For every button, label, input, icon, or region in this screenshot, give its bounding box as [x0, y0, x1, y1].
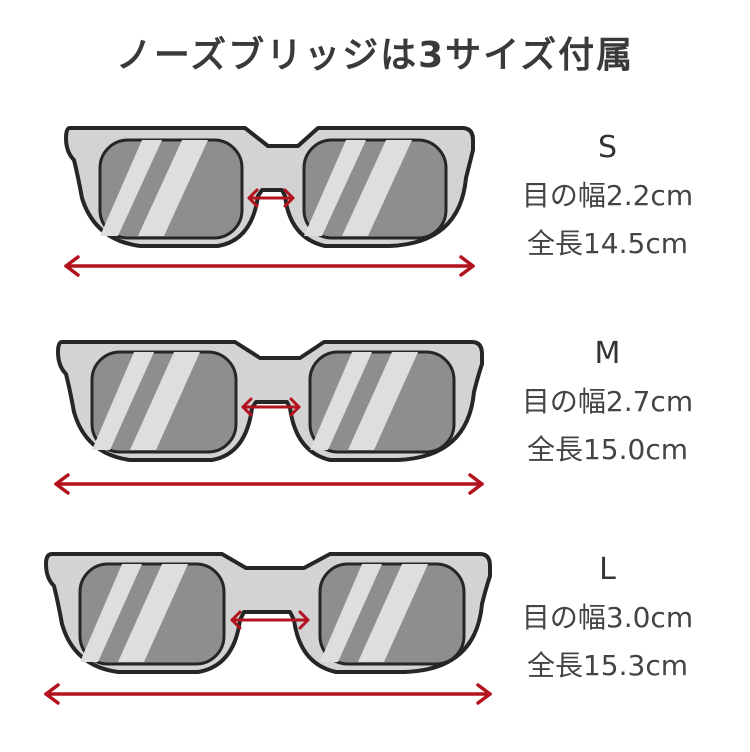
glasses-m-illustration [54, 340, 484, 495]
size-info-m: M 目の幅2.7cm 全長15.0cm [500, 332, 715, 474]
size-info-l: L 目の幅3.0cm 全長15.3cm [500, 548, 715, 690]
total-length-text: 全長14.5cm [526, 227, 688, 260]
lens-highlight [118, 564, 188, 662]
total-length-arrow [44, 683, 492, 705]
size-row-m: M 目の幅2.7cm 全長15.0cm [0, 332, 750, 542]
lens-highlight [100, 140, 162, 236]
lens-highlight [80, 564, 142, 662]
bridge-width-arrow [241, 397, 301, 417]
bridge-width-text: 目の幅3.0cm [521, 601, 694, 634]
size-row-l: L 目の幅3.0cm 全長15.3cm [0, 542, 750, 752]
lens-highlight [130, 352, 200, 450]
total-length-arrow [64, 255, 475, 277]
size-info-s: S 目の幅2.2cm 全長14.5cm [500, 126, 715, 268]
size-row-s: S 目の幅2.2cm 全長14.5cm [0, 118, 750, 328]
lens-highlight [138, 140, 208, 236]
size-label: L [599, 552, 616, 587]
total-length-arrow [54, 473, 484, 495]
bridge-width-text: 目の幅2.7cm [521, 385, 694, 418]
lens-highlight [92, 352, 154, 450]
bridge-width-text: 目の幅2.2cm [521, 179, 694, 212]
page-title: ノーズブリッジは3サイズ付属 [115, 35, 635, 76]
lens-highlight [358, 564, 428, 662]
lens-highlight [348, 352, 418, 450]
total-length-text: 全長15.0cm [526, 433, 688, 466]
size-label: M [594, 336, 621, 371]
lens-highlight [342, 140, 412, 236]
lens-highlight [304, 140, 366, 236]
bridge-width-arrow [247, 188, 295, 208]
size-label: S [597, 130, 618, 165]
total-length-text: 全長15.3cm [526, 649, 688, 682]
lens-highlight [320, 564, 382, 662]
glasses-l-illustration [44, 552, 492, 705]
lens-highlight [310, 352, 372, 450]
glasses-s-illustration [64, 126, 475, 277]
bridge-width-arrow [230, 610, 310, 630]
